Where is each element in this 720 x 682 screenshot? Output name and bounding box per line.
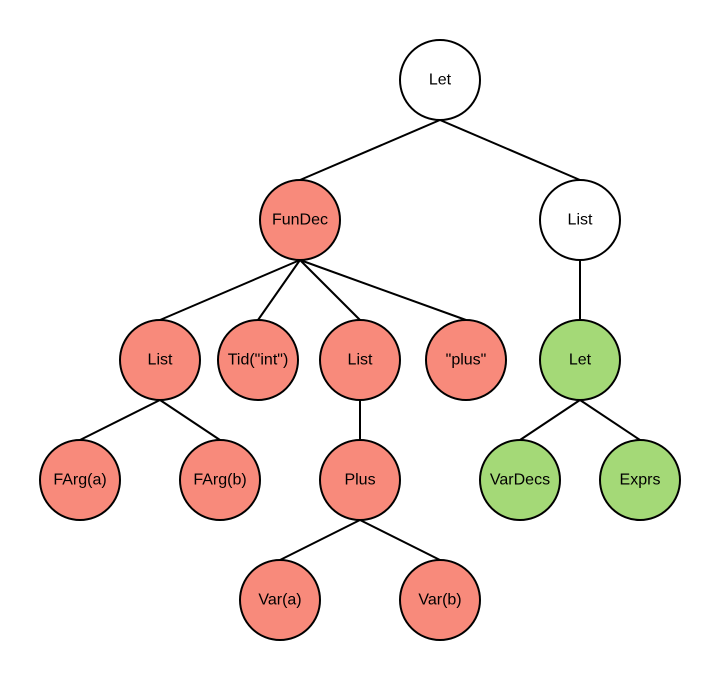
node-plus: Plus — [319, 439, 401, 521]
edge-let-inner-to-vardecs — [519, 399, 581, 441]
node-label: Exprs — [620, 472, 661, 489]
node-circle — [425, 319, 507, 401]
edge-list-args-to-farg-b — [159, 399, 221, 441]
edge-let-root-to-list-right — [439, 119, 581, 181]
node-label: List — [348, 352, 373, 369]
node-label: Plus — [344, 472, 375, 489]
node-plus-name: "plus" — [425, 319, 507, 401]
edge-list-args-to-farg-a — [79, 399, 161, 441]
node-circle — [179, 439, 261, 521]
node-circle — [399, 559, 481, 641]
edges-layer — [79, 119, 641, 561]
node-exprs: Exprs — [599, 439, 681, 521]
node-list-args: List — [119, 319, 201, 401]
node-circle — [539, 179, 621, 261]
node-label: Var(a) — [258, 592, 301, 609]
node-list-body: List — [319, 319, 401, 401]
node-label: VarDecs — [490, 472, 550, 489]
edge-fundec-to-list-args — [159, 259, 301, 321]
node-circle — [259, 179, 341, 261]
edge-fundec-to-plus-name — [299, 259, 467, 321]
edge-fundec-to-list-body — [299, 259, 361, 321]
edge-let-root-to-fundec — [299, 119, 441, 181]
node-label: Tid("int") — [228, 352, 289, 369]
node-fundec: FunDec — [259, 179, 341, 261]
node-circle — [217, 319, 299, 401]
node-circle — [39, 439, 121, 521]
edge-plus-to-var-a — [279, 519, 361, 561]
node-var-b: Var(b) — [399, 559, 481, 641]
node-circle — [599, 439, 681, 521]
node-circle — [319, 319, 401, 401]
node-label: FArg(a) — [53, 472, 106, 489]
node-label: List — [148, 352, 173, 369]
node-label: Var(b) — [418, 592, 461, 609]
edge-fundec-to-tid-int — [257, 259, 301, 321]
node-circle — [119, 319, 201, 401]
node-var-a: Var(a) — [239, 559, 321, 641]
node-label: List — [568, 212, 593, 229]
node-circle — [539, 319, 621, 401]
node-circle — [239, 559, 321, 641]
node-label: Let — [429, 72, 452, 89]
node-label: Let — [569, 352, 592, 369]
node-label: FArg(b) — [193, 472, 246, 489]
node-farg-b: FArg(b) — [179, 439, 261, 521]
node-circle — [479, 439, 561, 521]
node-label: FunDec — [272, 212, 328, 229]
node-let-inner: Let — [539, 319, 621, 401]
node-tid-int: Tid("int") — [217, 319, 299, 401]
node-list-right: List — [539, 179, 621, 261]
node-farg-a: FArg(a) — [39, 439, 121, 521]
edge-plus-to-var-b — [359, 519, 441, 561]
node-label: "plus" — [446, 352, 487, 369]
node-circle — [319, 439, 401, 521]
node-let-root: Let — [399, 39, 481, 121]
node-vardecs: VarDecs — [479, 439, 561, 521]
node-circle — [399, 39, 481, 121]
edge-let-inner-to-exprs — [579, 399, 641, 441]
